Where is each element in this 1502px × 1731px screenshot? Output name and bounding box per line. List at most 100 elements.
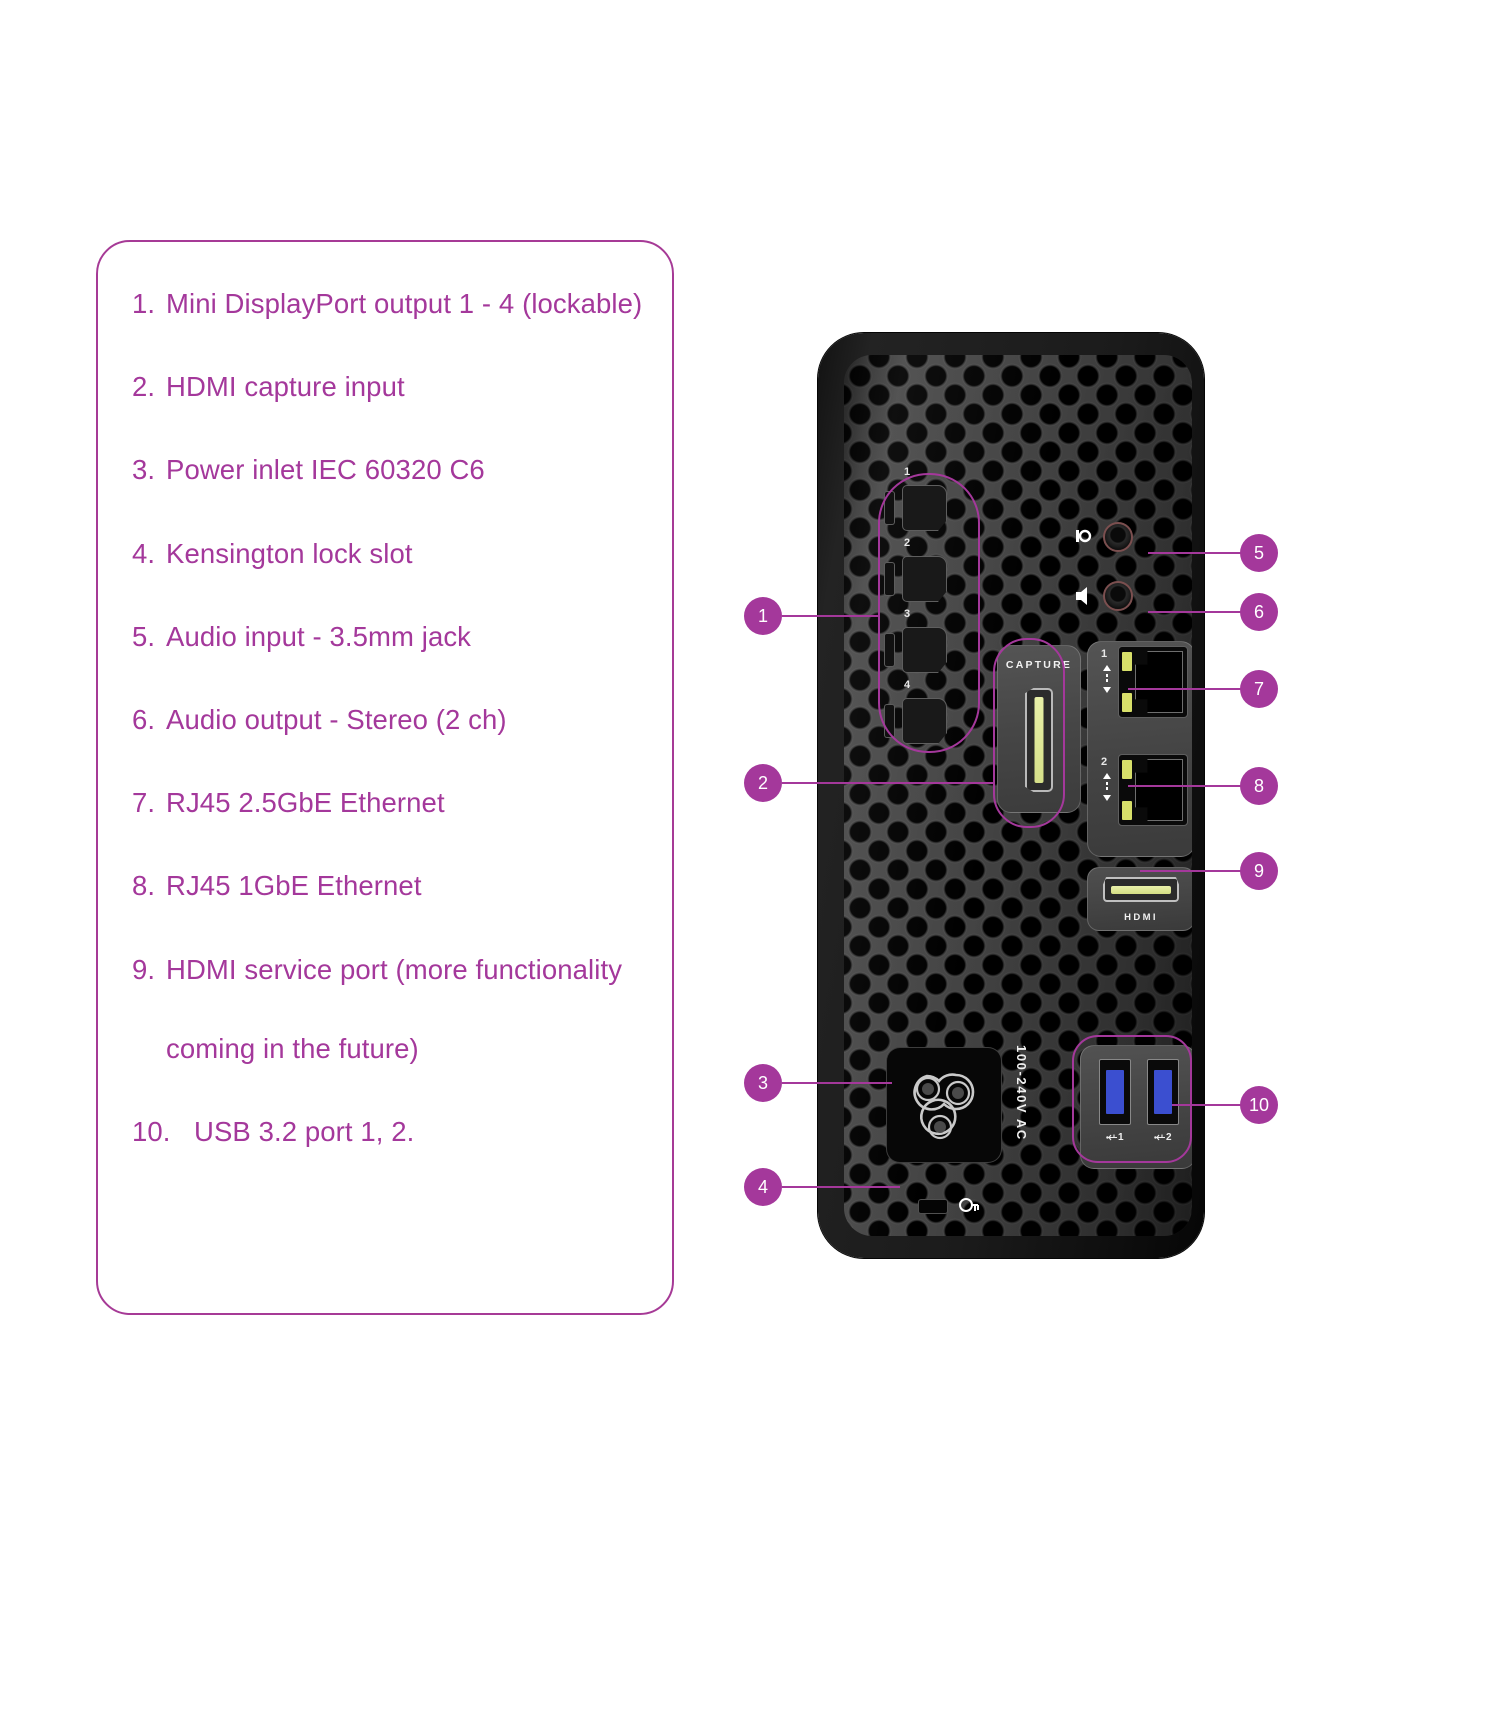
hdmi-service-module[interactable]: HDMI: [1087, 867, 1192, 931]
mini-displayport-number: 2: [904, 537, 911, 549]
legend-item-7: 7. RJ45 2.5GbE Ethernet: [132, 785, 652, 820]
mini-displayport-3[interactable]: 3: [882, 608, 974, 679]
device-rear-panel: 1 2 3 4: [818, 333, 1204, 1258]
rj45-jack-icon: [1135, 651, 1183, 713]
displayport-connector-icon: [902, 556, 947, 602]
legend-item-label: Kensington lock slot: [166, 537, 413, 569]
callout-10-leader: [1172, 1104, 1242, 1106]
ac-voltage-label: 100-240V AC: [1014, 1045, 1029, 1141]
mini-displayport-number: 4: [904, 679, 911, 691]
legend-item-label-line1: HDMI service port (more functionality: [166, 953, 623, 985]
legend-item-number: 2.: [132, 371, 156, 403]
callout-4-leader: [782, 1186, 900, 1188]
audio-input-jack[interactable]: [1103, 522, 1133, 552]
ethernet-module: 1 2: [1087, 641, 1192, 857]
audio-input-icon: [1076, 529, 1092, 543]
callout-10[interactable]: 10: [1240, 1086, 1278, 1124]
callout-6[interactable]: 6: [1240, 593, 1278, 631]
legend-item-number: 4.: [132, 537, 156, 569]
callout-6-leader: [1148, 611, 1242, 613]
legend-item-number: 8.: [132, 870, 156, 902]
usb-port-2[interactable]: [1147, 1059, 1179, 1125]
legend-item-3: 3. Power inlet IEC 60320 C6: [132, 452, 652, 487]
ethernet-led-icon: [1122, 652, 1132, 671]
usb-port-number: 1: [1117, 1132, 1125, 1143]
legend-list: 1. Mini DisplayPort output 1 - 4 (lockab…: [132, 286, 652, 1197]
legend-item-number: 3.: [132, 454, 156, 486]
hdmi-capture-connector-icon: [1025, 688, 1053, 792]
legend-item-number: 7.: [132, 787, 156, 819]
kensington-lock-icon: [959, 1198, 979, 1212]
legend-item-number: 10.: [132, 1115, 171, 1147]
callout-1[interactable]: 1: [744, 597, 782, 635]
legend-item-label-line2: coming in the future): [166, 1032, 419, 1064]
legend-item-4: 4. Kensington lock slot: [132, 536, 652, 571]
legend-item-label: HDMI capture input: [166, 371, 405, 403]
legend-item-label: RJ45 1GbE Ethernet: [166, 870, 422, 902]
callout-8-leader: [1128, 785, 1242, 787]
legend-item-label: USB 3.2 port 1, 2.: [194, 1115, 415, 1147]
usb-trident-icon: [1154, 1134, 1165, 1141]
callout-5-leader: [1148, 552, 1242, 554]
legend-item-1: 1. Mini DisplayPort output 1 - 4 (lockab…: [132, 286, 652, 321]
legend-item-10: 10. USB 3.2 port 1, 2.: [132, 1114, 652, 1149]
mini-displayport-2[interactable]: 2: [882, 537, 974, 608]
highlight-displayport-group: [878, 473, 980, 753]
legend-item-number: 6.: [132, 703, 156, 735]
ethernet-port-number-1: 1: [1101, 648, 1108, 660]
legend-item-number: 5.: [132, 620, 156, 652]
rj45-jack-icon: [1135, 759, 1183, 821]
highlight-usb-ports: [1072, 1035, 1192, 1163]
usb-port-1[interactable]: [1099, 1059, 1131, 1125]
legend-item-number: 9.: [132, 953, 156, 985]
legend-item-5: 5. Audio input - 3.5mm jack: [132, 619, 652, 654]
kensington-lock-slot[interactable]: [918, 1199, 948, 1214]
highlight-capture-port: [993, 638, 1065, 828]
callout-2[interactable]: 2: [744, 764, 782, 802]
legend-item-label: Power inlet IEC 60320 C6: [166, 454, 485, 486]
rj45-port-1gbe[interactable]: [1118, 754, 1188, 826]
network-activity-arrow-icon: [1103, 773, 1111, 801]
callout-9[interactable]: 9: [1240, 852, 1278, 890]
callout-3[interactable]: 3: [744, 1064, 782, 1102]
legend-item-8: 8. RJ45 1GbE Ethernet: [132, 868, 652, 903]
audio-output-jack[interactable]: [1103, 581, 1133, 611]
legend-item-label: HDMI service port (more functionality co…: [166, 952, 652, 1066]
legend-item-label: Mini DisplayPort output 1 - 4 (lockable): [166, 288, 643, 319]
callout-5[interactable]: 5: [1240, 534, 1278, 572]
callout-9-leader: [1140, 870, 1242, 872]
legend-item-number: 1.: [132, 288, 156, 319]
rj45-port-2_5gbe[interactable]: [1118, 646, 1188, 718]
callout-7-leader: [1128, 688, 1242, 690]
callout-4[interactable]: 4: [744, 1168, 782, 1206]
callout-3-leader: [782, 1082, 892, 1084]
legend-item-label: Audio output - Stereo (2 ch): [166, 703, 507, 735]
legend-item-2: 2. HDMI capture input: [132, 369, 652, 404]
ethernet-led-icon: [1122, 801, 1132, 820]
callout-7[interactable]: 7: [1240, 670, 1278, 708]
hdmi-label: HDMI: [1124, 912, 1158, 923]
mini-displayport-number: 3: [904, 608, 911, 620]
speaker-icon: [1076, 587, 1087, 605]
ethernet-led-icon: [1122, 693, 1132, 712]
hdmi-service-connector-icon: [1103, 877, 1179, 902]
legend-item-label: RJ45 2.5GbE Ethernet: [166, 787, 445, 819]
legend-item-9: 9. HDMI service port (more functionality…: [132, 952, 652, 1066]
displayport-lock-latch-icon: [884, 633, 895, 667]
network-activity-arrow-icon: [1103, 665, 1111, 693]
usb-port-label-1: 1: [1095, 1132, 1135, 1143]
callout-2-leader: [782, 782, 994, 784]
hdmi-capture-module[interactable]: CAPTURE: [997, 645, 1081, 813]
legend-item-label: Audio input - 3.5mm jack: [166, 620, 472, 652]
mini-displayport-number: 1: [904, 466, 911, 478]
power-inlet-c6[interactable]: [886, 1047, 1002, 1163]
ethernet-led-icon: [1122, 760, 1132, 779]
iec-c6-cloverleaf-icon: [913, 1073, 975, 1140]
callout-8[interactable]: 8: [1240, 767, 1278, 805]
displayport-connector-icon: [902, 627, 947, 673]
legend-item-6: 6. Audio output - Stereo (2 ch): [132, 702, 652, 737]
usb-trident-icon: [1106, 1134, 1117, 1141]
displayport-lock-latch-icon: [884, 562, 895, 596]
callout-1-leader: [782, 615, 880, 617]
